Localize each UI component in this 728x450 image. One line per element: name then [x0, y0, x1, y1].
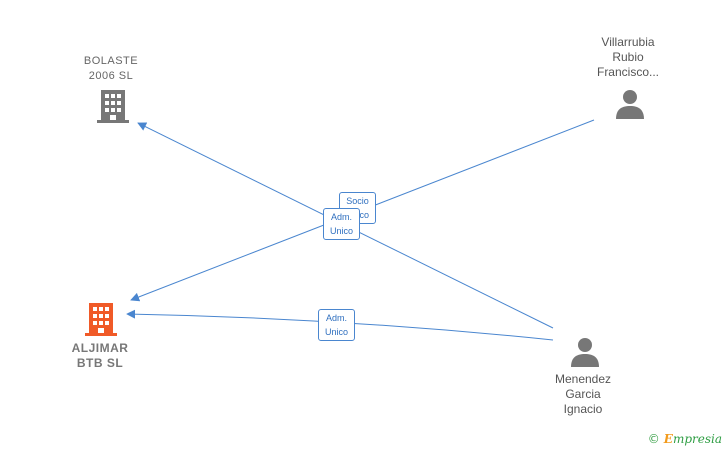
person-icon[interactable]	[614, 88, 646, 120]
copyright-icon: ©	[647, 432, 660, 446]
node-label-line: Rubio	[612, 50, 644, 64]
edge-label-adm-unico[interactable]: Adm. Unico	[323, 208, 361, 240]
node-label-line: Villarrubia	[601, 35, 655, 49]
brand-name: mpresia	[672, 432, 722, 446]
node-label-line: BTB SL	[76, 356, 124, 370]
node-label-bolaste[interactable]: BOLASTE 2006 SL	[76, 54, 146, 84]
node-label-villarrubia[interactable]: Villarrubia Rubio Francisco...	[584, 35, 672, 80]
node-label-line: Menendez	[554, 372, 612, 386]
node-label-line: Ignacio	[563, 402, 603, 416]
building-icon[interactable]	[85, 301, 117, 337]
node-label-aljimar[interactable]: ALJIMAR BTB SL	[64, 341, 136, 371]
brand-watermark: ©Empresia	[648, 432, 722, 446]
person-icon[interactable]	[569, 336, 601, 368]
node-label-line: 2006 SL	[88, 70, 134, 82]
node-label-line: ALJIMAR	[71, 341, 129, 355]
node-label-line: BOLASTE	[83, 55, 139, 67]
brand-initial: E	[663, 432, 673, 446]
edge-label-line: Socio	[346, 196, 369, 206]
node-label-menendez[interactable]: Menendez Garcia Ignacio	[541, 372, 625, 417]
edge-label-line: Adm.	[331, 212, 353, 222]
building-icon[interactable]	[97, 88, 129, 124]
node-label-line: Garcia	[565, 387, 601, 401]
edge-label-line: Unico	[325, 327, 349, 337]
node-label-line: Francisco...	[596, 65, 659, 79]
edge-label-line: Adm.	[326, 313, 348, 323]
edge-label-line: Unico	[330, 226, 354, 236]
edge-label-adm-unico[interactable]: Adm. Unico	[318, 309, 356, 341]
